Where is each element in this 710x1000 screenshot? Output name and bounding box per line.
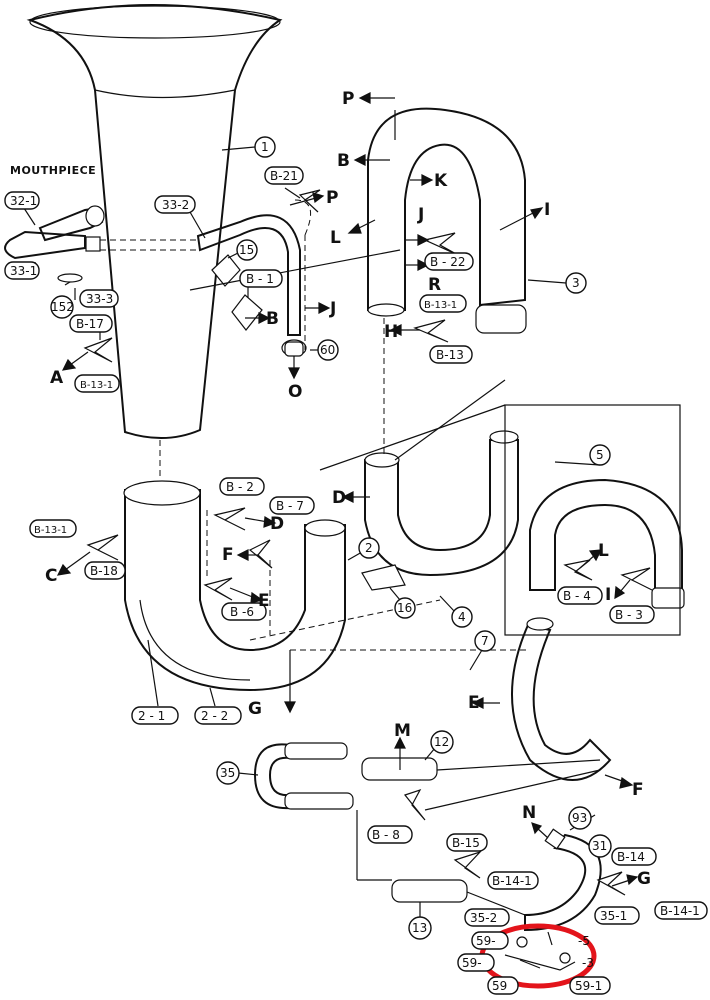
- guard-15-shape: [211, 254, 241, 287]
- bell-part: [26, 4, 283, 440]
- label-p1: 1: [261, 140, 269, 154]
- mouthpiece-assembly: [4, 205, 200, 283]
- label-b18: B-18: [90, 564, 118, 578]
- label-b13: B-13: [436, 348, 464, 362]
- letter-G2: G: [637, 869, 651, 889]
- label-b21: B-21: [270, 169, 298, 183]
- letter-E2: E: [468, 693, 480, 713]
- label-b131b: B-13-1: [424, 300, 457, 311]
- letter-I1: I: [544, 200, 550, 220]
- label-p35-2: 35-2: [470, 911, 497, 925]
- part-13-tube: [391, 879, 468, 903]
- label-p2-1: 2 - 1: [138, 709, 165, 723]
- label-b22: B - 22: [430, 255, 465, 269]
- label-b6: B -6: [230, 605, 254, 619]
- label-b14-1b: B-14-1: [660, 904, 700, 918]
- letter-B1: B: [337, 151, 350, 171]
- label-p33-2: 33-2: [162, 198, 189, 212]
- letter-F2: F: [632, 780, 644, 800]
- letter-B2: B: [266, 309, 279, 329]
- label-p15: 15: [239, 243, 254, 257]
- label-p12: 12: [434, 735, 449, 749]
- label-p2: 2: [365, 541, 373, 555]
- letter-I2: I: [605, 585, 611, 605]
- part-35-utube: [253, 742, 354, 810]
- label-p33-1: 33-1: [10, 264, 37, 278]
- label-p5: 5: [596, 448, 604, 462]
- label-p2-2: 2 - 2: [201, 709, 228, 723]
- guard-b1-shape: [231, 294, 263, 331]
- label-b131a: B-13-1: [80, 380, 113, 391]
- letter-E1: E: [258, 591, 270, 611]
- letter-C: C: [45, 566, 57, 586]
- label-b17: B-17: [76, 317, 104, 331]
- part-callouts: [4, 136, 708, 995]
- letter-N: N: [522, 803, 536, 823]
- label-p59-3: -3: [582, 956, 594, 970]
- label-p32-1: 32-1: [10, 194, 37, 208]
- letter-J1: J: [417, 205, 424, 225]
- label-b1: B - 1: [246, 272, 274, 286]
- label-p59a: 59-: [476, 934, 496, 948]
- wing-nuts: [83, 189, 653, 896]
- label-b2: B - 2: [226, 480, 254, 494]
- part-5-bow: [504, 404, 685, 636]
- label-p35-1: 35-1: [600, 909, 627, 923]
- label-p33-3: 33-3: [86, 292, 113, 306]
- letter-M: M: [394, 721, 411, 741]
- direction-arrows: [56, 92, 639, 887]
- label-p35: 35: [220, 766, 235, 780]
- label-p7: 7: [481, 634, 489, 648]
- letter-R: R: [428, 275, 441, 295]
- label-b15: B-15: [452, 836, 480, 850]
- letter-A: A: [50, 368, 64, 388]
- label-p16: 16: [397, 601, 412, 615]
- letter-F1: F: [222, 545, 234, 565]
- label-b131c: B-13-1: [34, 525, 67, 536]
- letter-J2: J: [329, 299, 336, 319]
- letter-D1: D: [332, 488, 346, 508]
- label-p59b: 59: [492, 979, 507, 993]
- label-p60: 60: [320, 343, 335, 357]
- top-bow-part-3: [367, 107, 527, 334]
- letter-H: H: [384, 322, 398, 342]
- label-p59-5: -5: [578, 934, 590, 948]
- part-31-crook: [524, 828, 602, 932]
- letter-K: K: [434, 171, 448, 191]
- part-4-bow: [364, 430, 519, 577]
- part-7-crook: [511, 617, 612, 781]
- label-p3: 3: [572, 276, 580, 290]
- letter-L1: L: [330, 228, 341, 248]
- label-p4: 4: [458, 610, 466, 624]
- bottom-bow-part-2: [123, 480, 346, 692]
- label-b8: B - 8: [372, 828, 400, 842]
- letter-G1: G: [248, 699, 262, 719]
- label-b7: B - 7: [276, 499, 304, 513]
- letter-O: O: [288, 382, 302, 402]
- letter-P2: P: [326, 188, 338, 208]
- label-p93: 93: [572, 811, 587, 825]
- label-b14: B-14: [617, 850, 645, 864]
- label-text: MOUTHPIECE 1 15 152 60 3 5 2 4 16 7 12 3…: [10, 89, 700, 993]
- label-p13: 13: [412, 921, 427, 935]
- water-key-assembly: [504, 931, 576, 971]
- label-p31: 31: [592, 839, 607, 853]
- label-p59-1: 59-1: [575, 979, 602, 993]
- label-b3: B - 3: [615, 608, 643, 622]
- connector-lines: [159, 249, 601, 916]
- label-mouthpiece: MOUTHPIECE: [10, 164, 96, 177]
- label-b14-1a: B-14-1: [492, 874, 532, 888]
- letter-L2: L: [598, 541, 609, 561]
- letter-D2: D: [270, 514, 284, 534]
- letter-P1: P: [342, 89, 354, 109]
- label-b4: B - 4: [563, 589, 591, 603]
- label-p152: 152: [51, 300, 74, 314]
- label-p59: 59-: [462, 956, 482, 970]
